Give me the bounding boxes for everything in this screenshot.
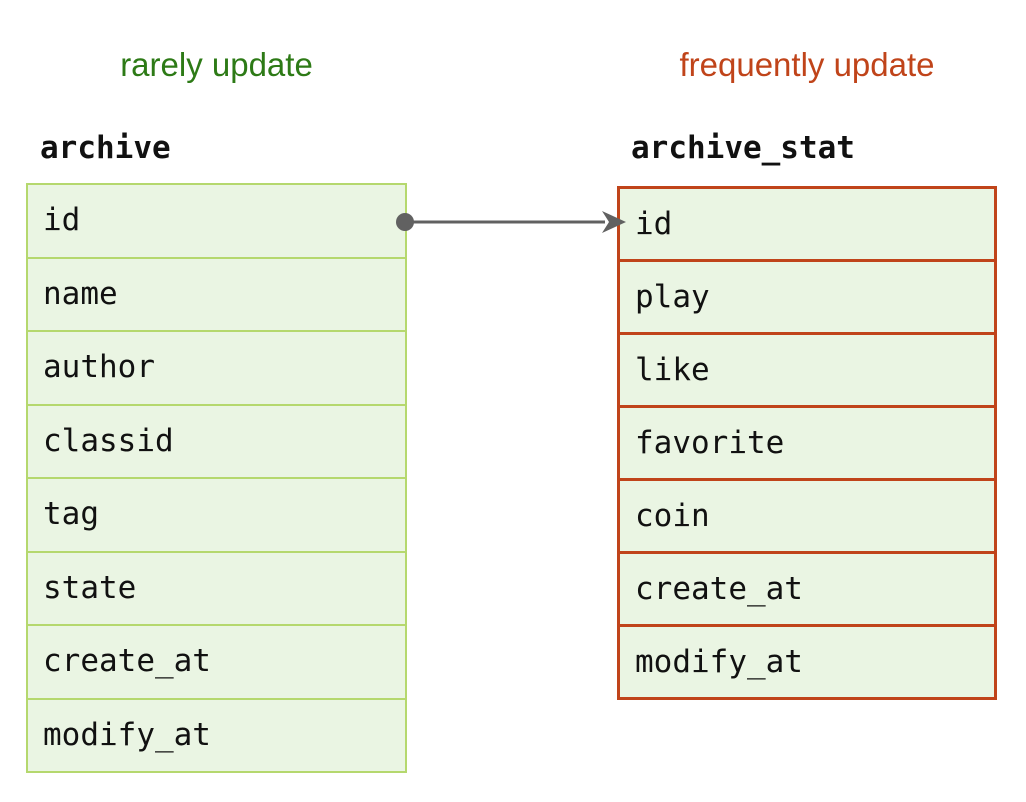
- table-title-archive: archive: [40, 130, 171, 166]
- table-row: like: [620, 332, 994, 405]
- table-row: modify_at: [28, 697, 405, 771]
- table-row: create_at: [620, 551, 994, 624]
- table-row: modify_at: [620, 624, 994, 697]
- caption-rarely-update: rarely update: [120, 46, 313, 83]
- table-title-archive-stat: archive_stat: [631, 130, 855, 166]
- table-row: state: [28, 550, 405, 624]
- table-row: classid: [28, 403, 405, 477]
- table-row: create_at: [28, 624, 405, 698]
- table-row: favorite: [620, 405, 994, 478]
- table-row: play: [620, 259, 994, 332]
- table-row: author: [28, 330, 405, 404]
- table-archive: id name author classid tag state create_…: [26, 183, 407, 773]
- table-row: coin: [620, 478, 994, 551]
- caption-frequently-update: frequently update: [679, 46, 935, 83]
- relation-arrow-icon: [396, 211, 626, 233]
- table-row: name: [28, 256, 405, 330]
- table-row: id: [620, 189, 994, 259]
- table-row: id: [28, 185, 405, 257]
- table-archive-stat: id play like favorite coin create_at mod…: [617, 186, 997, 700]
- table-row: tag: [28, 477, 405, 551]
